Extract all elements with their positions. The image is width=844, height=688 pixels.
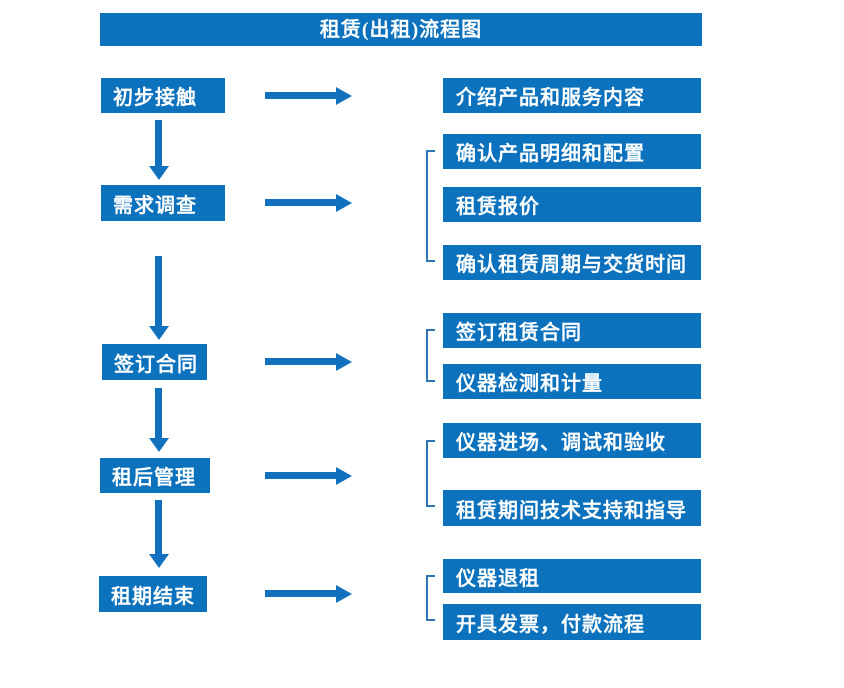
step-box-sign-contract: 签订合同 xyxy=(102,344,207,380)
step-box-demand-survey: 需求调查 xyxy=(101,185,225,221)
detail-box: 确认产品明细和配置 xyxy=(443,134,701,169)
step-box-post-rental-management: 租后管理 xyxy=(100,458,210,493)
group-bracket xyxy=(426,329,435,382)
detail-box: 开具发票，付款流程 xyxy=(443,604,701,640)
detail-box: 签订租赁合同 xyxy=(443,313,701,348)
flow-arrow-down-icon xyxy=(155,500,162,554)
flow-arrow-right-icon xyxy=(265,92,336,99)
detail-box: 仪器检测和计量 xyxy=(443,364,701,399)
flow-arrow-down-icon xyxy=(155,388,162,438)
detail-box: 介绍产品和服务内容 xyxy=(443,78,701,113)
group-bracket xyxy=(426,440,435,507)
flow-arrow-right-icon xyxy=(265,590,336,597)
group-bracket xyxy=(426,150,435,262)
flow-arrow-down-icon xyxy=(155,120,162,166)
detail-box: 租赁期间技术支持和指导 xyxy=(443,490,701,526)
detail-box: 确认租赁周期与交货时间 xyxy=(443,245,701,280)
detail-box: 租赁报价 xyxy=(443,187,701,222)
group-bracket xyxy=(426,575,435,621)
step-box-initial-contact: 初步接触 xyxy=(101,78,225,113)
flow-arrow-right-icon xyxy=(265,199,336,206)
flow-arrow-down-icon xyxy=(155,256,162,326)
step-box-rental-end: 租期结束 xyxy=(99,576,207,612)
flowchart-title: 租赁(出租)流程图 xyxy=(100,13,702,46)
flow-arrow-right-icon xyxy=(265,358,336,365)
flow-arrow-right-icon xyxy=(265,472,336,479)
detail-box: 仪器退租 xyxy=(443,559,701,593)
detail-box: 仪器进场、调试和验收 xyxy=(443,423,701,458)
